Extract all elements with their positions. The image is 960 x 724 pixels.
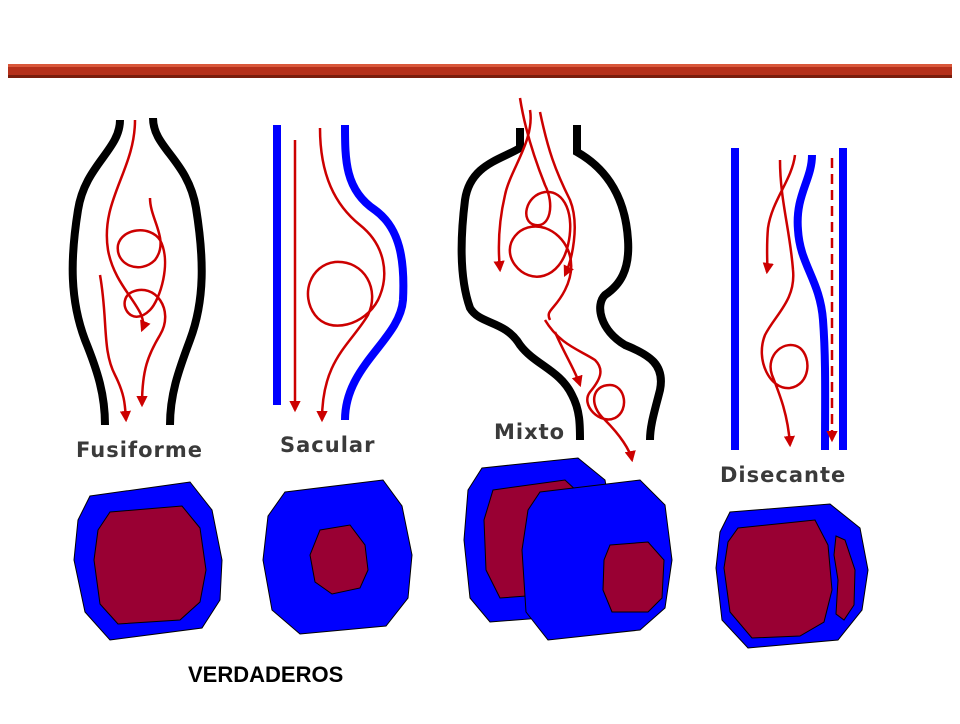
sacular-flow-arrows bbox=[289, 127, 386, 423]
label-mixto: Mixto bbox=[494, 420, 566, 444]
label-sacular: Sacular bbox=[280, 433, 376, 457]
sacular-bulging-wall bbox=[341, 124, 408, 421]
caption-verdaderos: VERDADEROS bbox=[188, 662, 344, 687]
disecante-intimal-flap bbox=[793, 154, 830, 451]
mixto-cross-sections bbox=[463, 457, 673, 641]
fusiforme-right-wall bbox=[149, 117, 206, 426]
disecante-flow-arrows bbox=[760, 154, 809, 448]
mixto-left-wall bbox=[457, 128, 584, 441]
sacular-vessel bbox=[273, 124, 408, 423]
label-disecante: Disecante bbox=[720, 463, 847, 487]
fusiforme-flow-arrows bbox=[98, 119, 167, 423]
sacular-cross-section bbox=[262, 479, 413, 635]
fusiforme-vessel bbox=[68, 117, 206, 426]
mixto-vessel bbox=[457, 97, 665, 463]
mixto-flow-arrows bbox=[493, 97, 636, 463]
header-bar bbox=[8, 64, 952, 78]
disecante-vessel bbox=[731, 148, 847, 451]
disecante-cross-section bbox=[715, 503, 869, 649]
label-fusiforme: Fusiforme bbox=[76, 438, 203, 462]
fusiforme-cross-section bbox=[73, 481, 223, 641]
fusiforme-left-wall bbox=[68, 119, 124, 426]
mixto-right-wall bbox=[573, 125, 665, 441]
